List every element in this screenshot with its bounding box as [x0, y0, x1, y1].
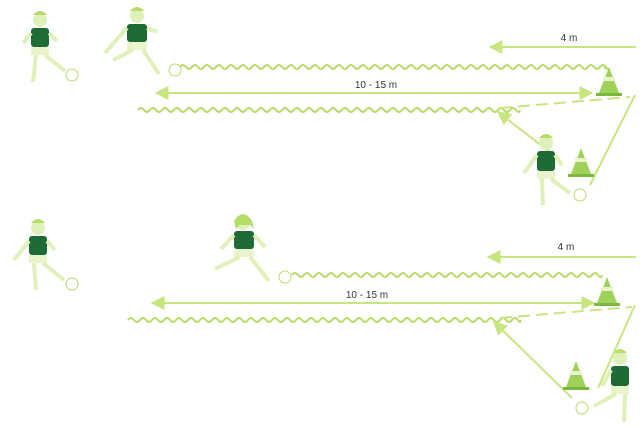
player-receiving-icon: [575, 349, 629, 423]
distance-label: 10 - 15 m: [355, 80, 397, 91]
run-line-right: [589, 94, 636, 186]
cone-gap-label: 4 m: [558, 242, 575, 253]
run-line-left: [492, 321, 573, 399]
drill-diagram-top: 4 m 10 - 15 m: [21, 7, 636, 206]
cone-icon: [594, 277, 620, 306]
cone-icon: [568, 148, 594, 177]
pass-line: [499, 306, 633, 319]
return-dribble-path: [137, 107, 521, 113]
player-running-icon: [103, 7, 182, 77]
player-kicking-icon: [21, 11, 79, 83]
cone-gap-label: 4 m: [561, 33, 578, 44]
player-kicking-icon: [12, 219, 79, 291]
dribble-path: [291, 272, 603, 278]
cone-icon: [563, 361, 589, 390]
drill-diagram-bottom: 4 m 10 - 15 m: [12, 214, 636, 423]
run-line-right: [597, 304, 636, 389]
pass-line: [499, 96, 631, 109]
cone-icon: [596, 67, 622, 96]
return-dribble-path: [127, 317, 522, 323]
player-receiving-icon: [522, 134, 587, 206]
player-running-icon: [214, 214, 292, 284]
distance-label: 10 - 15 m: [346, 290, 388, 301]
dribble-path: [179, 64, 609, 70]
